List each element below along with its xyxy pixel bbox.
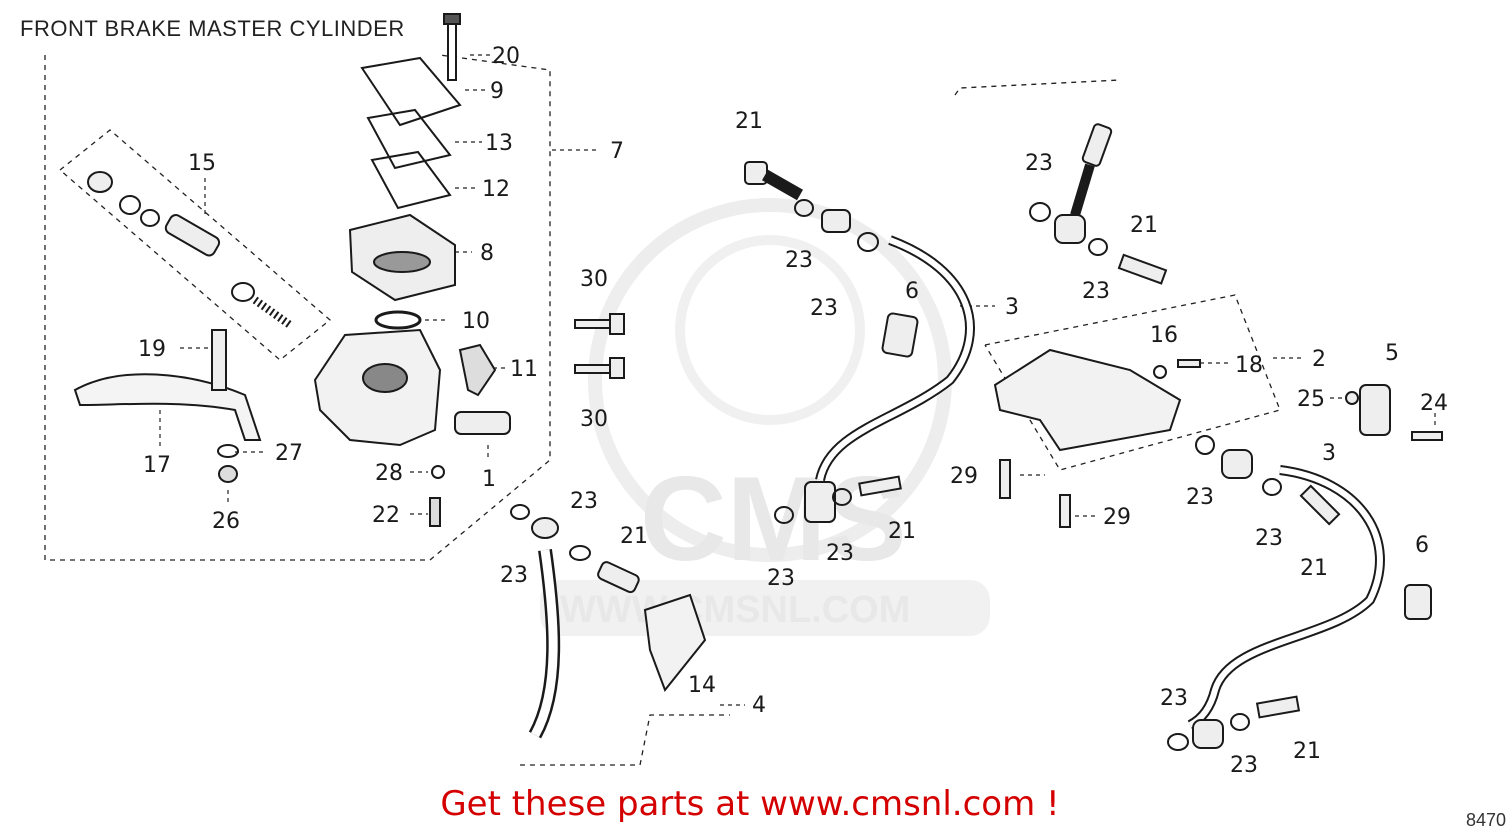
callout-29-b: 29 [1103, 505, 1131, 530]
watermark-url-text: WWW.CMSNL.COM [560, 589, 910, 631]
upper-hose-bracket-line [954, 79, 1121, 96]
callout-8: 8 [480, 241, 494, 266]
callout-5: 5 [1385, 341, 1399, 366]
callout-19: 19 [138, 337, 166, 362]
master-cylinder-body [313, 213, 511, 527]
callout-18: 18 [1235, 353, 1263, 378]
callout-7: 7 [610, 139, 624, 164]
callout-23-l: 23 [1230, 753, 1258, 778]
callout-20: 20 [492, 44, 520, 69]
callout-3-a: 3 [1005, 295, 1019, 320]
callout-21-f: 21 [620, 524, 648, 549]
cap-plate-part [366, 108, 452, 170]
callout-9: 9 [490, 79, 504, 104]
callout-23-k: 23 [570, 489, 598, 514]
pivot-bolt-part [211, 329, 227, 391]
callout-15: 15 [188, 151, 216, 176]
callout-21-d: 21 [1300, 556, 1328, 581]
callout-23-i: 23 [1160, 686, 1188, 711]
callout-23-j: 23 [500, 563, 528, 588]
callout-30-lower: 30 [580, 407, 608, 432]
callout-6-b: 6 [1415, 533, 1429, 558]
piston-set-group-box [59, 129, 332, 361]
screw-part [429, 497, 441, 527]
callout-26: 26 [212, 509, 240, 534]
hose-clamp-part [881, 312, 919, 358]
callout-3-b: 3 [1322, 441, 1336, 466]
o-ring-part [374, 310, 422, 330]
callout-28: 28 [375, 461, 403, 486]
callout-30-upper: 30 [580, 267, 608, 292]
washer-part [431, 465, 445, 479]
callout-24: 24 [1420, 391, 1448, 416]
callout-23-c: 23 [1025, 151, 1053, 176]
hose-guide-part [1359, 384, 1391, 436]
reservoir-cap-part [360, 56, 462, 127]
lever-part [73, 373, 262, 441]
bracket-part [458, 343, 497, 397]
brake-hose-joint [993, 348, 1201, 452]
diagram-title: FRONT BRAKE MASTER CYLINDER [20, 16, 405, 41]
callout-6-a: 6 [905, 279, 919, 304]
callout-17: 17 [143, 453, 171, 478]
lower-brake-hose [510, 504, 707, 739]
lever-nut-part [218, 465, 238, 483]
lever-washer-part [217, 444, 239, 458]
callout-23-h: 23 [1255, 526, 1283, 551]
callout-2: 2 [1312, 347, 1326, 372]
watermark-cms-text: CMS [640, 452, 907, 586]
callout-23-f: 23 [767, 566, 795, 591]
mounting-bolts [574, 313, 625, 379]
switch-part [454, 411, 511, 435]
callout-21-a: 21 [735, 109, 763, 134]
callout-10: 10 [462, 309, 490, 334]
diagram-code: 8470 [1465, 810, 1506, 830]
cap-screw-part [447, 19, 457, 81]
callout-11: 11 [510, 357, 538, 382]
callout-25: 25 [1297, 387, 1325, 412]
callout-4: 4 [752, 693, 766, 718]
callout-23-g: 23 [1186, 485, 1214, 510]
callout-1: 1 [482, 467, 496, 492]
right-lower-brake-hose [1167, 384, 1443, 751]
brake-lever [73, 329, 262, 483]
callout-27: 27 [275, 441, 303, 466]
hose-set-bracket-line [520, 714, 730, 766]
upper-brake-hose [744, 161, 975, 524]
callout-23-e: 23 [826, 541, 854, 566]
callout-22: 22 [372, 503, 400, 528]
callout-23-d: 23 [1082, 279, 1110, 304]
callout-16: 16 [1150, 323, 1178, 348]
master-cylinder-group-box [44, 54, 551, 561]
callout-21-b: 21 [1130, 213, 1158, 238]
callout-12: 12 [482, 177, 510, 202]
piston-set [87, 171, 293, 329]
callout-14: 14 [688, 673, 716, 698]
hose-boot-part [643, 593, 707, 692]
callout-21-c: 21 [888, 519, 916, 544]
parts-link-banner[interactable]: Get these parts at www.cmsnl.com ! [440, 784, 1060, 824]
callout-21-e: 21 [1293, 739, 1321, 764]
right-upper-fittings [999, 123, 1168, 528]
callout-13: 13 [485, 131, 513, 156]
reservoir-cap-assembly [360, 13, 462, 210]
callout-23-b: 23 [810, 296, 838, 321]
diaphragm-part [370, 150, 452, 210]
callout-23-a: 23 [785, 248, 813, 273]
callout-labels: 20 9 13 12 7 15 8 10 11 19 17 27 26 28 2… [138, 44, 1448, 778]
callout-29-a: 29 [950, 464, 978, 489]
